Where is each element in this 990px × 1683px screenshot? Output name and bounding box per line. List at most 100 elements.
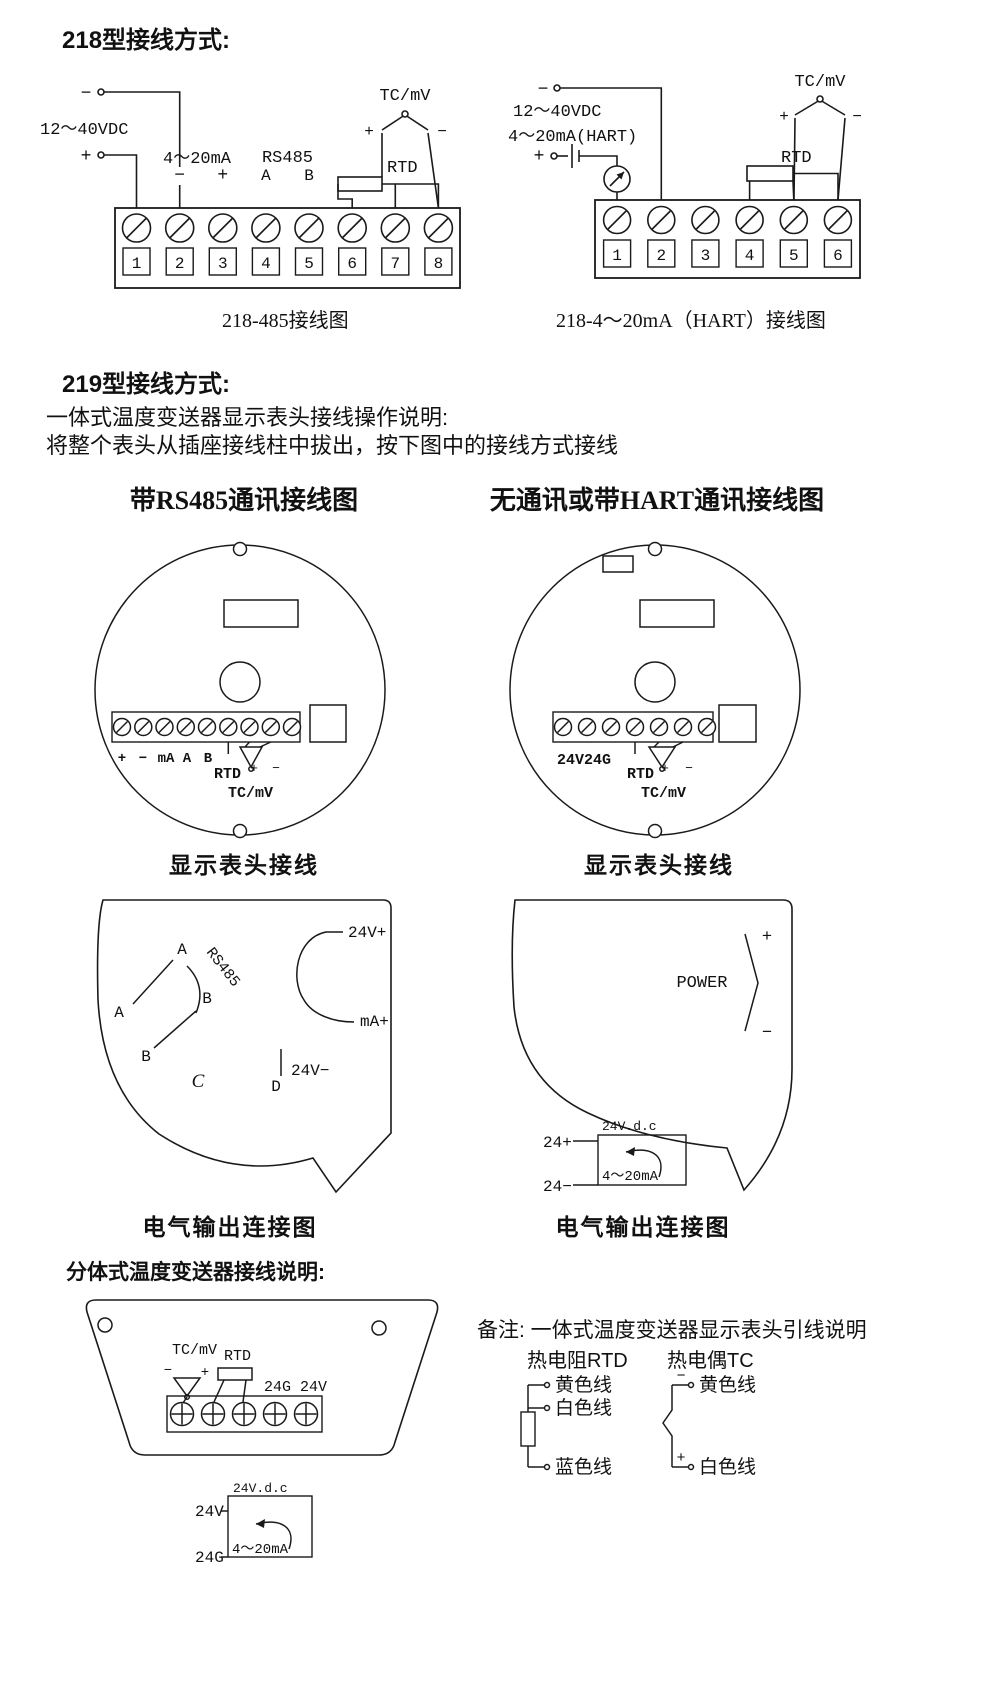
ma-label: 4～20mA (163, 150, 232, 169)
section-219-title: 219型接线方式: (62, 371, 231, 398)
split-transmitter-diagram: TC/mV RTD − + 24G 24V (85, 1299, 439, 1456)
rtd-resistor-icon (746, 165, 794, 182)
heading-rs485-head: 带RS485通讯接线图 (129, 486, 359, 515)
caption-output-right: 电气输出连接图 (555, 1214, 731, 1240)
labels: 黄色线 白色线 蓝色线 − + 黄色线 白色线 (555, 1368, 756, 1478)
tc-wire-white: 白色线 (699, 1456, 756, 1478)
pin-b-bottom: B (141, 1048, 151, 1066)
desc-line-2: 将整个表头从插座接线柱中拔出，按下图中的接线方式接线 (46, 433, 619, 458)
ammeter-icon (603, 165, 631, 193)
caption-display-head-right: 显示表头接线 (584, 852, 734, 878)
ma-hart-label: 4～20mA(HART) (508, 128, 637, 147)
note-tc-heading: 热电偶TC (667, 1350, 754, 1372)
loop-box (221, 1495, 313, 1558)
rtd-label: RTD (627, 766, 654, 783)
tcmv-label: TC/mV (794, 73, 846, 92)
rtd-plus: + (250, 761, 258, 776)
terminal-number: 4 (261, 255, 271, 273)
terminal-number: 6 (347, 255, 357, 273)
terminal-strip (166, 1395, 323, 1433)
label-24v: 24V (195, 1503, 224, 1521)
strip-labels: 24V24G RTD + − TC/mV (557, 752, 693, 802)
t-b: B (204, 751, 213, 767)
rtd-label: RTD (781, 149, 812, 168)
battery-icon (571, 144, 580, 168)
note-rtd-heading: 热电阻RTD (527, 1350, 628, 1372)
section-218-title: 218型接线方式: (62, 27, 231, 54)
caption-display-head-left: 显示表头接线 (169, 852, 319, 878)
rtd-minus: − (685, 761, 693, 776)
vdc-label: 12～40VDC (513, 103, 601, 122)
t-24v24g: 24V24G (557, 752, 611, 769)
label-4-20ma: 4～20mA (232, 1542, 289, 1558)
terminal-number: 6 (833, 247, 843, 265)
power-minus-label: − (538, 80, 549, 100)
pin-a-top: A (177, 941, 187, 959)
rtd-wire-white: 白色线 (555, 1397, 612, 1419)
pin-a-bottom: A (114, 1004, 124, 1022)
power-plus-label: + (81, 147, 92, 167)
label-24v-minus: 24V− (291, 1062, 329, 1080)
power-bracket (744, 933, 759, 1032)
split-title: 分体式温度变送器接线说明: (66, 1261, 325, 1284)
terminal-number: 3 (701, 247, 711, 265)
housing (94, 541, 386, 839)
tcmv-label: TC/mV (172, 1342, 217, 1359)
terminal-numbers: 1 2 3 4 5 6 (602, 239, 853, 268)
tc-minus-label: − (437, 123, 447, 141)
terminal-block-485: 1 2 3 4 5 6 7 8 (114, 207, 461, 289)
label-24v-plus: 24V+ (348, 924, 386, 942)
labels: POWER + − 24+ 24− 24V.d.c 4～20mA (543, 928, 772, 1196)
pin-b-top: B (202, 990, 212, 1008)
tcmv-label: TC/mV (379, 87, 431, 106)
rtd-resistor-icon (337, 176, 383, 192)
vdc-label: 12～40VDC (40, 121, 128, 140)
terminal-number: 1 (612, 247, 622, 265)
tc-plus-label: + (779, 108, 789, 126)
rs485-label: RS485 (202, 945, 243, 991)
rs485-b-label: B (304, 167, 314, 185)
label-24g-24v: 24G 24V (264, 1379, 327, 1396)
pin-c: C (192, 1071, 205, 1092)
display-head-rs485: + − mA A B RTD + − TC/mV (94, 541, 386, 839)
tc-plus: + (201, 1365, 209, 1381)
terminal-number: 3 (218, 255, 228, 273)
rs485-a-label: A (261, 167, 271, 185)
caption-218-hart: 218-4～20mA（HART）接线图 (556, 310, 826, 332)
terminal-block-hart: 1 2 3 4 5 6 (594, 199, 861, 279)
t-ma: mA (158, 751, 175, 767)
label-24-minus: 24− (543, 1178, 572, 1196)
note-title: 备注: 一体式温度变送器显示表头引线说明 (477, 1319, 867, 1342)
caption-output-left: 电气输出连接图 (142, 1214, 318, 1240)
bottom-screw-hole (232, 823, 248, 839)
pin-wires (132, 931, 355, 1076)
arrow-head-icon (626, 1147, 635, 1156)
output-minus-label: − (174, 166, 185, 186)
power-wires (550, 84, 663, 200)
sensor-symbol (227, 741, 272, 772)
labels: 24V 24G 24V.d.c 4～20mA (195, 1481, 289, 1567)
t-minus: − (139, 751, 147, 767)
power-wires (97, 88, 181, 208)
rtd-minus: − (272, 761, 280, 776)
terminal-screws (121, 213, 454, 243)
side-block (309, 704, 347, 743)
center-boss (634, 661, 676, 703)
label-24vdc: 24V.d.c (233, 1481, 288, 1496)
diagram-218-hart: 1 2 3 4 5 6 12～40VDC 4～20mA(HART) − + TC… (508, 73, 862, 279)
housing-outline (96, 899, 392, 1194)
thermocouple-wires (381, 110, 440, 209)
label-24g: 24G (195, 1549, 224, 1567)
display-head-hart: 24V24G RTD + − TC/mV (509, 541, 801, 839)
terminal-number: 2 (175, 255, 185, 273)
center-boss (219, 661, 261, 703)
terminal-number: 8 (434, 255, 444, 273)
rtd-wire-blue: 蓝色线 (555, 1456, 612, 1478)
label-4-20ma: 4～20mA (602, 1169, 659, 1185)
split-loop-box: 24V 24G 24V.d.c 4～20mA (195, 1481, 313, 1567)
rtd-wires (337, 176, 440, 208)
screw-hole-left (97, 1317, 113, 1333)
tc-lead-wires (662, 1381, 695, 1471)
tc-plus: + (676, 1450, 685, 1467)
